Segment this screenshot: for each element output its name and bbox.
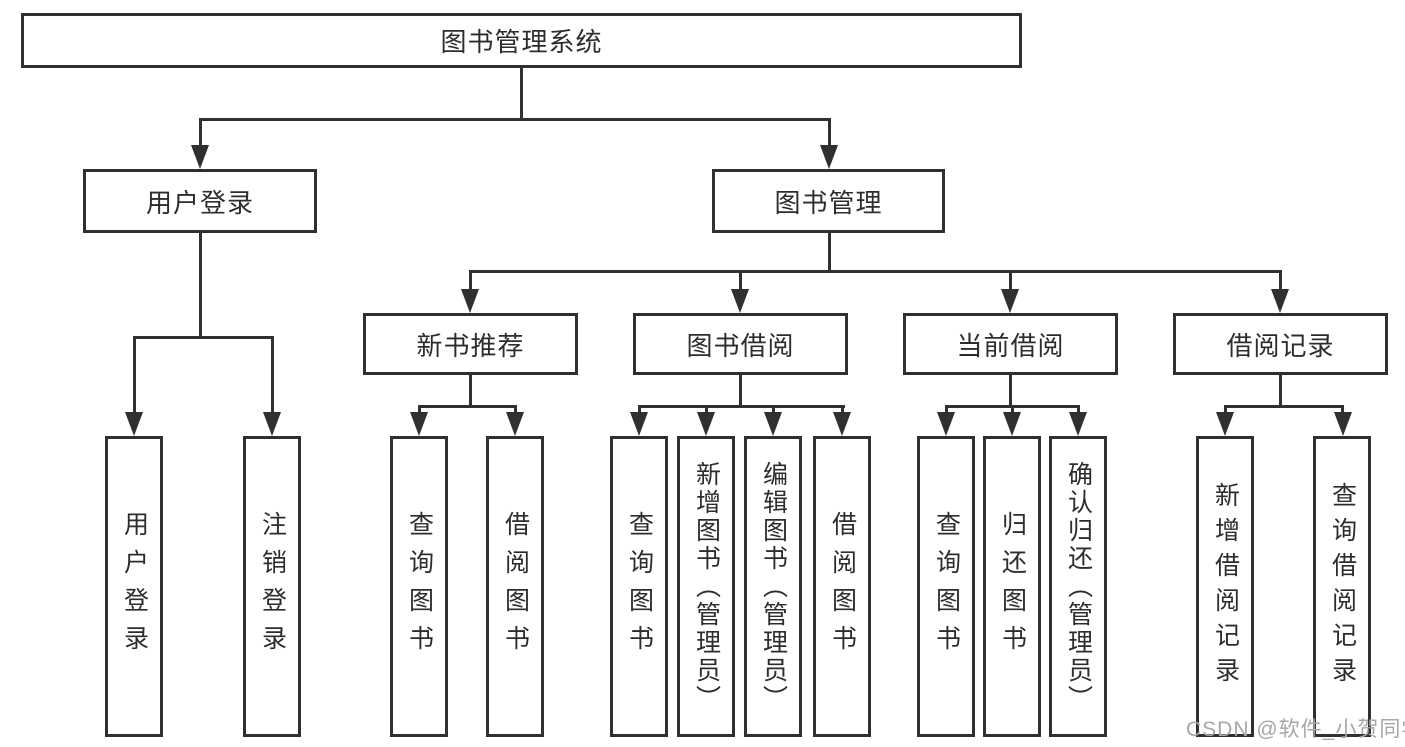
node-return-book-label: 归还图书 — [998, 510, 1027, 663]
node-edit-book-admin: 编辑图书（管理员） — [744, 436, 802, 737]
arrowhead-down-icon — [1001, 289, 1019, 313]
connector-to-borrow-records — [1279, 270, 1282, 292]
connector-book-borrow-bus — [638, 405, 845, 408]
node-add-book-admin: 新增图书（管理员） — [677, 436, 735, 737]
arrowhead-down-icon — [937, 412, 955, 436]
arrowhead-down-icon — [263, 412, 281, 436]
arrowhead-down-icon — [506, 412, 524, 436]
connector-user-login-bus — [133, 336, 274, 339]
node-edit-book-admin-label: 编辑图书（管理员） — [759, 460, 788, 713]
node-query-books-borrow: 查询图书 — [610, 436, 668, 737]
connector-leaf-drop — [841, 405, 844, 415]
node-add-borrow-record-label: 新增借阅记录 — [1211, 481, 1240, 692]
arrowhead-down-icon — [833, 412, 851, 436]
node-return-book: 归还图书 — [983, 436, 1041, 737]
arrowhead-down-icon — [1003, 412, 1021, 436]
connector-leaf-drop — [514, 405, 517, 415]
connector-leaf-drop — [638, 405, 641, 415]
node-book-management-label: 图书管理 — [774, 187, 883, 218]
node-borrow-books-recommend: 借阅图书 — [486, 436, 544, 737]
arrowhead-down-icon — [410, 412, 428, 436]
node-query-borrow-record: 查询借阅记录 — [1313, 436, 1371, 737]
node-add-book-admin-label: 新增图书（管理员） — [692, 460, 721, 713]
node-query-books-current-label: 查询图书 — [932, 510, 961, 663]
connector-leaf-drop — [1224, 405, 1227, 415]
connector-user-login-stem — [199, 233, 202, 339]
arrowhead-down-icon — [1271, 289, 1289, 313]
node-borrow-books-borrow-label: 借阅图书 — [828, 510, 857, 663]
node-borrow-records-label: 借阅记录 — [1226, 330, 1335, 361]
node-query-books-current: 查询图书 — [917, 436, 975, 737]
node-borrow-records: 借阅记录 — [1173, 313, 1388, 375]
node-query-books-borrow-label: 查询图书 — [625, 510, 654, 663]
connector-book-management-bus — [469, 270, 1282, 273]
arrowhead-down-icon — [630, 412, 648, 436]
arrowhead-down-icon — [461, 289, 479, 313]
node-user-login: 用户登录 — [83, 169, 317, 233]
node-confirm-return-admin-label: 确认归还（管理员） — [1064, 460, 1093, 713]
watermark: CSDN @软件_小贺同学 — [1186, 718, 1405, 741]
node-new-book-recommend-label: 新书推荐 — [416, 330, 525, 361]
connector-root-bus — [199, 118, 831, 121]
connector-root-stem — [520, 68, 523, 121]
connector-current-borrow-stem — [1009, 375, 1012, 408]
arrowhead-down-icon — [697, 412, 715, 436]
connector-leaf-drop — [705, 405, 708, 415]
arrowhead-down-icon — [191, 145, 209, 169]
connector-book-management-stem — [828, 233, 831, 273]
node-current-borrow-label: 当前借阅 — [956, 330, 1065, 361]
node-query-books-recommend: 查询图书 — [390, 436, 448, 737]
node-new-book-recommend: 新书推荐 — [363, 313, 578, 375]
connector-to-new-book-recommend — [469, 270, 472, 292]
arrowhead-down-icon — [1216, 412, 1234, 436]
node-root: 图书管理系统 — [21, 13, 1022, 68]
connector-book-borrow-stem — [739, 375, 742, 408]
node-current-borrow: 当前借阅 — [903, 313, 1118, 375]
node-login-label: 用户登录 — [120, 510, 149, 663]
node-query-books-recommend-label: 查询图书 — [405, 510, 434, 663]
node-login: 用户登录 — [105, 436, 163, 737]
connector-to-book-management — [828, 118, 831, 148]
connector-to-login-leaf — [133, 336, 136, 414]
arrowhead-down-icon — [731, 289, 749, 313]
node-root-label: 图书管理系统 — [440, 27, 603, 57]
connector-new-book-recommend-bus — [418, 405, 517, 408]
node-query-borrow-record-label: 查询借阅记录 — [1328, 481, 1357, 692]
connector-to-current-borrow — [1009, 270, 1012, 292]
connector-leaf-drop — [1077, 405, 1080, 415]
connector-to-book-borrow — [739, 270, 742, 292]
connector-leaf-drop — [418, 405, 421, 415]
connector-borrow-records-stem — [1279, 375, 1282, 408]
node-confirm-return-admin: 确认归还（管理员） — [1049, 436, 1107, 737]
node-book-borrow-label: 图书借阅 — [686, 330, 795, 361]
connector-leaf-drop — [945, 405, 948, 415]
arrowhead-down-icon — [820, 145, 838, 169]
node-borrow-books-recommend-label: 借阅图书 — [501, 510, 530, 663]
connector-new-book-recommend-stem — [469, 375, 472, 408]
node-book-management: 图书管理 — [712, 169, 945, 233]
node-add-borrow-record: 新增借阅记录 — [1196, 436, 1254, 737]
connector-leaf-drop — [1341, 405, 1344, 415]
node-borrow-books-borrow: 借阅图书 — [813, 436, 871, 737]
arrowhead-down-icon — [1334, 412, 1352, 436]
connector-leaf-drop — [1011, 405, 1014, 415]
arrowhead-down-icon — [764, 412, 782, 436]
arrowhead-down-icon — [125, 412, 143, 436]
node-logout: 注销登录 — [243, 436, 301, 737]
arrowhead-down-icon — [1069, 412, 1087, 436]
node-user-login-label: 用户登录 — [145, 187, 254, 218]
connector-borrow-records-bus — [1224, 405, 1344, 408]
connector-leaf-drop — [772, 405, 775, 415]
connector-to-logout-leaf — [271, 336, 274, 414]
node-logout-label: 注销登录 — [258, 510, 287, 663]
connector-to-user-login — [199, 118, 202, 148]
node-book-borrow: 图书借阅 — [633, 313, 848, 375]
